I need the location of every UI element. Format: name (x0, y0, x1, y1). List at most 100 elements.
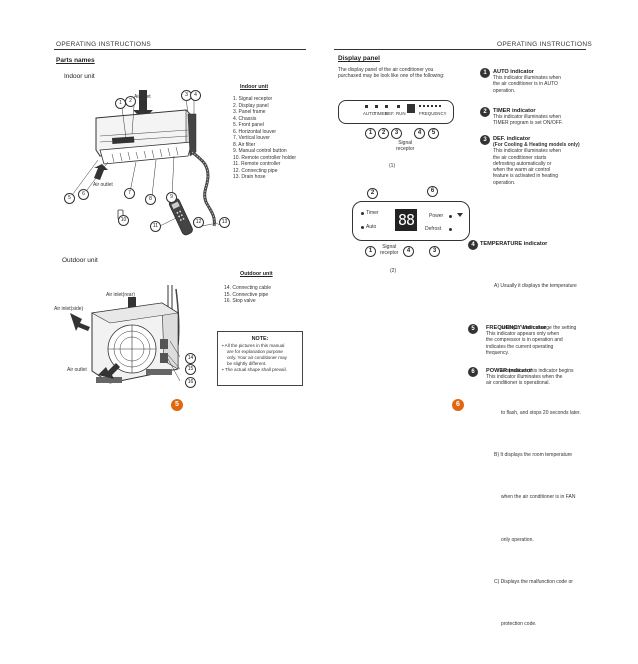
indicator-2-badge: 2 (480, 107, 490, 117)
note-line-4: be slightly different. (227, 361, 267, 366)
left-page-number: 5 (171, 399, 183, 411)
indicator-2: TIMER indicator This indicator illuminat… (493, 108, 563, 127)
indicator-1-title: AUTO indicator (493, 69, 534, 75)
intro-text: The display panel of the air conditioner… (338, 67, 444, 79)
indoor-part-13: 13. Drain hose (233, 174, 266, 180)
right-header: OPERATING INSTRUCTIONS (497, 41, 592, 48)
indoor-part-8: 8. Air filter (233, 141, 256, 148)
indicator-5: FREQUENCY indicator This indicator appea… (486, 325, 563, 356)
indoor-part-7: 7. Vertical louver (233, 135, 270, 141)
callout-15: 15 (185, 364, 196, 375)
indoor-part-12: 12. Connecting pipe (233, 167, 278, 174)
left-header: OPERATING INSTRUCTIONS (56, 41, 151, 48)
air-inlet-side-label: Air inlet(side) (54, 306, 84, 312)
indoor-part-6: 6. Horizontal louver (233, 128, 277, 135)
air-outlet-label: Air outlet (93, 182, 113, 188)
display-panel-1: AUTO TIMER DEF. RUN FREQUENCY (338, 100, 454, 124)
callout-14: 14 (185, 353, 196, 364)
indoor-parts-list: 1. Signal receptor 2. Display panel 3. P… (233, 96, 296, 181)
panel1-callout-1: 1 (365, 128, 376, 139)
indoor-part-10: 10. Remote controller holder (233, 154, 297, 161)
panel1-label-def: DEF. (385, 111, 395, 116)
outdoor-unit-illustration (70, 285, 181, 384)
indoor-part-9: 9. Manual control button (233, 148, 287, 154)
callout-12: 12 (193, 217, 204, 228)
display-panel-title: Display panel (338, 55, 380, 62)
panel1-callout-3: 3 (391, 128, 402, 139)
indicator-6-badge: 6 (468, 367, 478, 377)
outdoor-list-title: Outdoor unit (240, 271, 273, 277)
panel2-callout-6: 6 (427, 186, 438, 197)
outdoor-part-16: 16. Stop valve (224, 298, 256, 304)
panel1-callout-4: 4 (414, 128, 425, 139)
air-outlet-outdoor-label: Air outlet (67, 367, 87, 373)
callout-8: 8 (145, 194, 156, 205)
indoor-part-3: 3. Panel frame (233, 109, 266, 115)
indicator-4-title: TEMPERATURE indicator (480, 241, 548, 247)
outdoor-part-14: 14. Connecting cable (224, 285, 271, 291)
intro-line-2: purchased may be look like one of the fo… (338, 73, 445, 80)
callout-9: 9 (166, 192, 177, 203)
indicator-1-badge: 1 (480, 68, 490, 78)
air-inlet-label: Air inlet (134, 94, 151, 100)
outdoor-part-15: 15. Connective pipe (224, 291, 269, 298)
callout-6: 6 (78, 189, 89, 200)
indoor-unit-title: Indoor unit (64, 73, 95, 80)
indoor-part-2: 2. Display panel (233, 102, 269, 109)
display-panel-2: Timer Auto 88 Power Defrost (352, 201, 470, 241)
note-line-1: ▪ All the pictures in this manual (222, 343, 285, 348)
panel1-label-run: RUN (396, 111, 406, 116)
panel1-callout-2: 2 (378, 128, 389, 139)
indoor-part-4: 4. Chassis (233, 115, 257, 122)
indicator-5-badge: 5 (468, 324, 478, 334)
callout-5: 5 (64, 193, 75, 204)
panel2-callout-3: 3 (429, 246, 440, 257)
panel2-auto-label: Auto (366, 224, 377, 230)
panel2-timer-label: Timer (366, 210, 379, 216)
remote-controller-shape (168, 198, 193, 236)
callout-4: 4 (190, 90, 201, 101)
indoor-part-1: 1. Signal receptor (233, 96, 273, 102)
note-line-2: are for explanation purpose (227, 349, 283, 354)
panel2-caption: (2) (390, 268, 397, 274)
indicator-2-title: TIMER indicator (493, 108, 536, 114)
panel1-signal-receptor: Signal receptor (396, 140, 415, 153)
outdoor-parts-list: 14. Connecting cable 15. Connective pipe… (224, 285, 271, 305)
air-outlet-outdoor-arrow (98, 363, 120, 379)
indoor-part-11: 11. Remote controller (233, 161, 281, 167)
note-line-3: only. Your air conditioner may (227, 355, 287, 360)
panel2-arrow-icon (457, 213, 463, 217)
display-panel-shape (112, 136, 135, 144)
indicator-4-badge: 4 (468, 240, 478, 250)
air-inlet-arrow (133, 90, 153, 120)
panel1-frequency-bars (419, 105, 441, 110)
panel1-label-timer: TIMER (374, 111, 388, 116)
outdoor-unit-title: Outdoor unit (62, 257, 98, 264)
panel2-callout-1: 1 (365, 246, 376, 257)
panel1-frequency-label: FREQUENCY (419, 111, 447, 116)
note-title: NOTE: (251, 336, 269, 342)
callout-13: 13 (219, 217, 230, 228)
air-inlet-rear-label: Air inlet(rear) (106, 292, 135, 298)
panel1-segment-display (407, 104, 415, 113)
indicator-6-title: POWER indicator (486, 368, 533, 374)
panel2-temperature-display: 88 (395, 209, 417, 231)
left-header-rule (54, 49, 306, 50)
panel2-callout-4: 4 (403, 246, 414, 257)
note-line-5: ▪ The actual shape shall prevail. (222, 367, 287, 372)
air-inlet-side-arrow (70, 313, 90, 331)
panel1-label-auto: AUTO (363, 111, 376, 116)
intro-line-1: The display panel of the air conditioner… (338, 67, 434, 73)
indicator-1: AUTO indicator This indicator illuminate… (493, 69, 562, 94)
indicator-6: POWER indicator This indicator illuminat… (486, 368, 563, 387)
indicator-3: DEF. indicator (For Cooling & Heating mo… (493, 136, 580, 186)
indicator-5-title: FREQUENCY indicator (486, 325, 547, 331)
panel2-power-label: Power (429, 213, 444, 219)
indicator-3-badge: 3 (480, 135, 490, 145)
panel1-caption: (1) (389, 163, 396, 169)
callout-2: 2 (125, 96, 136, 107)
indicator-4: TEMPERATURE indicator A) Usually it disp… (480, 241, 581, 628)
indoor-list-title: Indoor unit (240, 84, 269, 90)
indoor-unit-illustration (69, 90, 223, 236)
callout-7: 7 (124, 188, 135, 199)
